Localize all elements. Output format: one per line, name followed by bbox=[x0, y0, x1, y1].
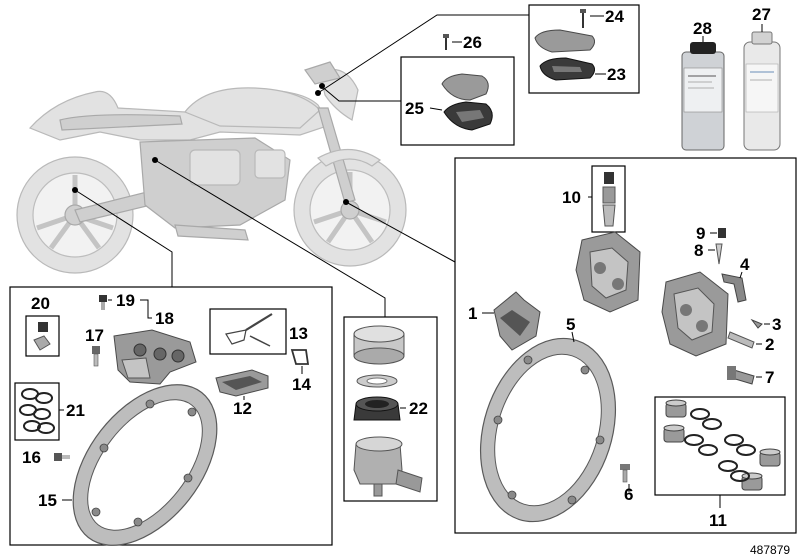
callout-13: 13 bbox=[289, 324, 308, 343]
bolt-17 bbox=[92, 346, 100, 367]
bleed-valve-20 bbox=[33, 322, 51, 351]
callout-24: 24 bbox=[605, 7, 624, 26]
callout-22: 22 bbox=[409, 399, 428, 418]
callout-21: 21 bbox=[66, 401, 85, 420]
pad-retainer-box-13 bbox=[209, 308, 287, 355]
pad-spring-4 bbox=[721, 273, 747, 303]
callout-2: 2 bbox=[765, 335, 774, 354]
bleed-screw-19 bbox=[99, 295, 107, 310]
spray-can-27 bbox=[743, 31, 781, 151]
spring-14 bbox=[290, 349, 310, 365]
reservoir-cover-23 bbox=[534, 29, 596, 53]
master-cylinder-box bbox=[343, 316, 438, 502]
reservoir-cap bbox=[353, 325, 405, 365]
master-cylinder-body bbox=[353, 436, 423, 497]
screw-24 bbox=[580, 9, 586, 28]
callout-28: 28 bbox=[693, 19, 712, 38]
callout-20: 20 bbox=[31, 294, 50, 313]
orings-21 bbox=[19, 388, 55, 434]
bleed-box-20 bbox=[25, 315, 60, 357]
group-box-23-24 bbox=[528, 4, 640, 94]
oring-box-21 bbox=[14, 382, 60, 441]
callout-3: 3 bbox=[772, 315, 781, 334]
brake-fluid-can-28 bbox=[681, 42, 725, 151]
callout-18: 18 bbox=[155, 309, 174, 328]
callout-4: 4 bbox=[740, 255, 750, 274]
rear-brake-box bbox=[9, 286, 333, 546]
callout-15: 15 bbox=[38, 491, 57, 510]
bleed-valve-10 bbox=[602, 172, 616, 227]
callout-25: 25 bbox=[405, 99, 424, 118]
motorcycle-illustration bbox=[16, 61, 407, 274]
callout-26: 26 bbox=[463, 33, 482, 52]
front-brake-box bbox=[454, 157, 797, 534]
callout-11: 11 bbox=[709, 511, 727, 530]
callout-27: 27 bbox=[752, 5, 771, 24]
callout-7: 7 bbox=[765, 368, 774, 387]
screw-26 bbox=[443, 34, 449, 50]
bleed-cap-9 bbox=[718, 228, 726, 238]
callout-17: 17 bbox=[85, 326, 104, 345]
callout-14: 14 bbox=[292, 375, 311, 394]
bleed-valve-box-10 bbox=[591, 165, 626, 233]
callout-9: 9 bbox=[696, 224, 705, 243]
callout-19: 19 bbox=[116, 291, 135, 310]
clip-3 bbox=[750, 318, 763, 329]
callout-16: 16 bbox=[22, 448, 41, 467]
disc-bolt-6 bbox=[620, 464, 630, 483]
callout-6: 6 bbox=[624, 485, 633, 504]
bolt-2 bbox=[727, 331, 755, 349]
callout-8: 8 bbox=[694, 241, 703, 260]
diagram-reference-number: 487879 bbox=[750, 543, 790, 557]
reservoir-seal-22 bbox=[353, 396, 401, 421]
disc-bolt-16 bbox=[54, 453, 70, 461]
callout-23: 23 bbox=[607, 65, 626, 84]
callout-5: 5 bbox=[566, 315, 575, 334]
pin-8 bbox=[715, 243, 723, 265]
callout-12: 12 bbox=[233, 399, 252, 418]
pad-retainer-pin-13 bbox=[225, 313, 273, 347]
callout-1: 1 bbox=[468, 304, 477, 323]
piston-seal-kit-11 bbox=[663, 399, 781, 491]
reservoir-cover-25 bbox=[441, 73, 489, 101]
callout-10: 10 bbox=[562, 188, 581, 207]
